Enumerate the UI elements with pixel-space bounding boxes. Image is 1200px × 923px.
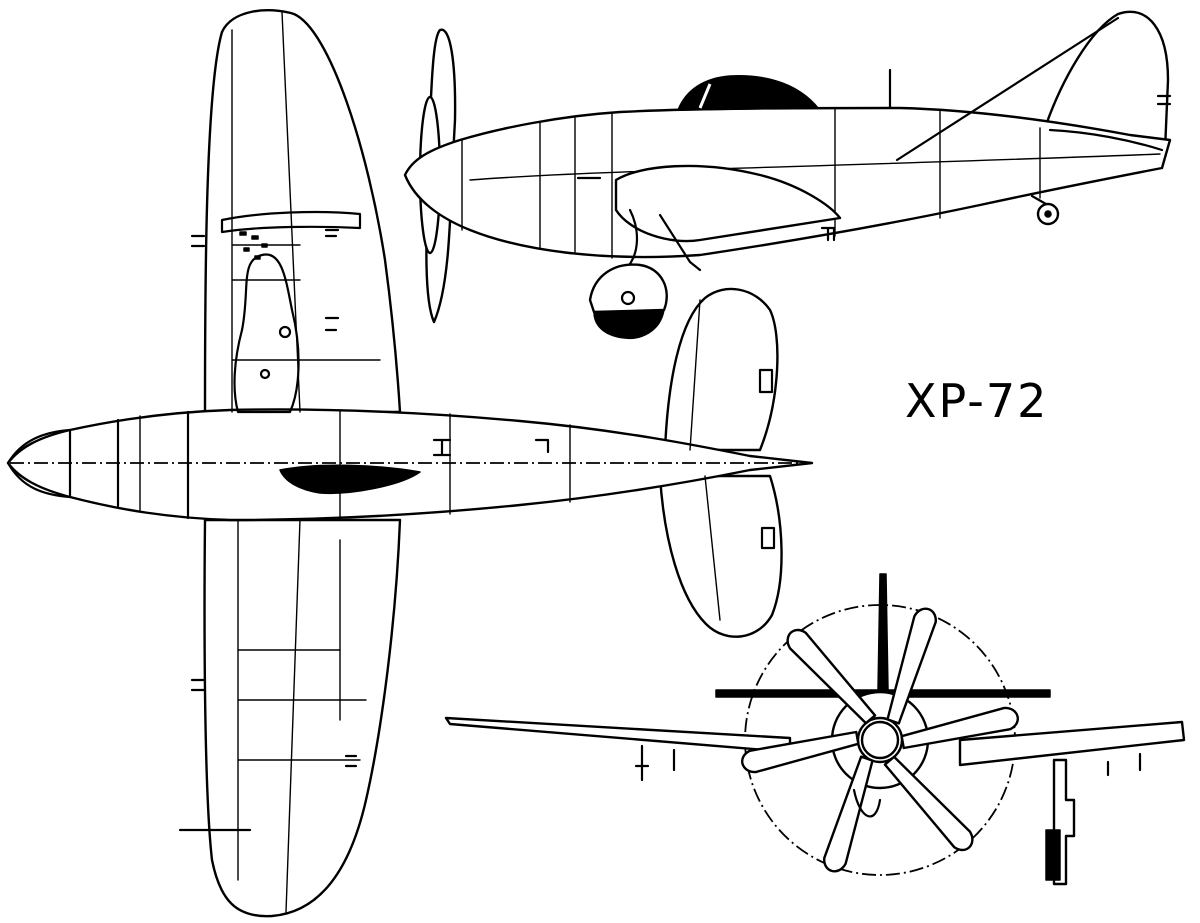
- front-view-wing-right: [958, 720, 1186, 767]
- top-view-fuselage: [6, 408, 814, 522]
- top-view-stabilizer-lower: [658, 474, 783, 638]
- top-view-wing-lower: [203, 518, 402, 918]
- side-view-main-wheel: [588, 263, 668, 314]
- top-view: [6, 9, 814, 918]
- front-view-wing-left: [444, 716, 792, 754]
- side-view-fuselage: [403, 106, 1172, 259]
- side-view: [403, 10, 1172, 340]
- side-view-canopy: [677, 75, 819, 111]
- aircraft-designation-label: XP-72: [905, 374, 1049, 428]
- front-view: [444, 573, 1186, 886]
- side-view-tail-fin: [1044, 10, 1170, 152]
